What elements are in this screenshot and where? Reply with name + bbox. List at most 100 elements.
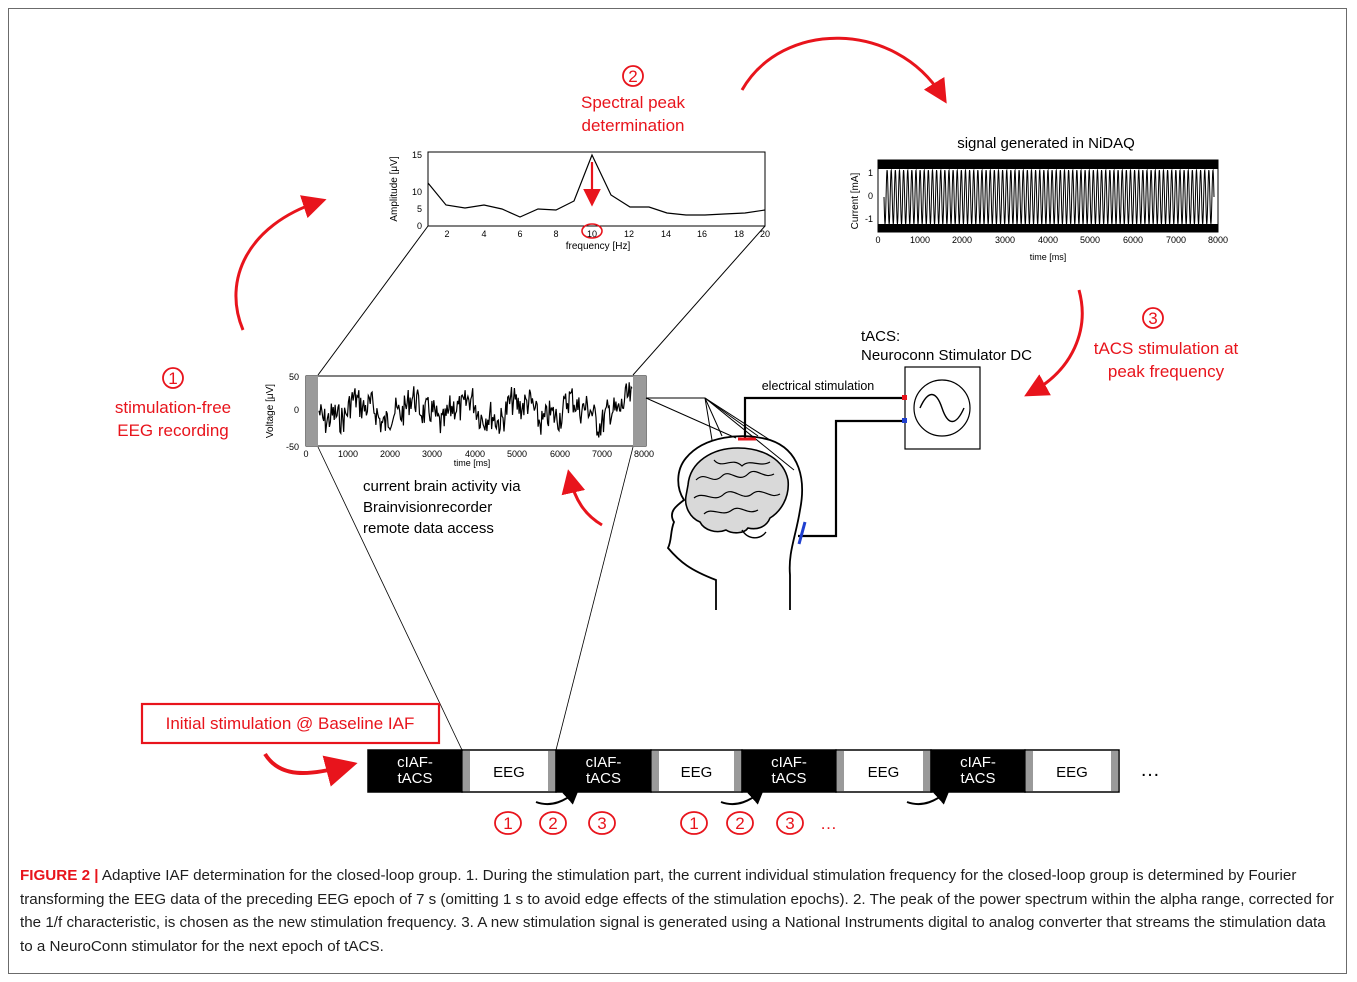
timeline-block-label: EEG xyxy=(868,764,900,781)
arrow-brain-to-eeg xyxy=(561,469,603,527)
timeline-block-label: tACS xyxy=(586,770,621,787)
svg-text:1: 1 xyxy=(689,814,698,833)
step-1-label-line2: EEG recording xyxy=(117,421,229,440)
step-2-badge: 2 xyxy=(622,65,644,87)
electrode-wires xyxy=(645,396,905,538)
spectrum-xtick: 12 xyxy=(624,229,634,239)
timeline-stim-block: cIAF-tACS xyxy=(930,749,1026,793)
nidaq-band-bottom xyxy=(878,224,1218,232)
figure-frame xyxy=(8,8,1347,974)
eeg-xtick: 5000 xyxy=(507,449,527,459)
nidaq-ytick: 1 xyxy=(868,168,873,178)
step-marker: 2 xyxy=(726,811,754,835)
svg-text:2: 2 xyxy=(548,814,557,833)
projection-line xyxy=(632,225,766,376)
eeg-xtick: 2000 xyxy=(380,449,400,459)
spectrum-xtick: 8 xyxy=(553,229,558,239)
eeg-panel: 1 stimulation-free EEG recording 500-50 … xyxy=(115,367,654,468)
step-2-number: 2 xyxy=(628,67,637,86)
source-note-line2: Brainvisionrecorder xyxy=(363,499,492,516)
spectrum-xlabel: frequency [Hz] xyxy=(566,241,631,252)
timeline-eeg-block: EEG xyxy=(1024,749,1120,793)
spectrum-xtick: 20 xyxy=(760,229,770,239)
step-marker: 3 xyxy=(776,811,804,835)
eeg-ytick: -50 xyxy=(286,442,299,452)
step-1-number: 1 xyxy=(168,369,177,388)
nidaq-xtick: 0 xyxy=(875,235,880,245)
svg-text:2: 2 xyxy=(735,814,744,833)
device-label-line1: tACS: xyxy=(861,328,900,345)
timeline-block-label: EEG xyxy=(1056,764,1088,781)
spectrum-ylabel: Amplitude [μV] xyxy=(389,156,400,221)
figure-caption: FIGURE 2 | Adaptive IAF determination fo… xyxy=(20,864,1336,958)
nidaq-title: signal generated in NiDAQ xyxy=(957,135,1135,152)
timeline-stim-block: cIAF-tACS xyxy=(555,749,652,793)
stimulator-cathode-port xyxy=(902,418,907,423)
spectrum-xtick: 10 xyxy=(587,229,597,239)
step-marker: 2 xyxy=(539,811,567,835)
eeg-xtick: 0 xyxy=(303,449,308,459)
source-note-line3: remote data access xyxy=(363,520,494,537)
initial-stimulation-box: Initial stimulation @ Baseline IAF xyxy=(140,702,441,745)
nidaq-band-top xyxy=(878,160,1218,169)
timeline-block-label: tACS xyxy=(397,770,432,787)
timeline-eeg-block: EEG xyxy=(461,749,557,793)
eeg-ytick: 0 xyxy=(294,405,299,415)
timeline-block-label: tACS xyxy=(771,770,806,787)
timeline-continuation: … xyxy=(1140,759,1160,781)
svg-text:3: 3 xyxy=(785,814,794,833)
step-1-badge: 1 xyxy=(162,367,184,389)
timeline-block-label: cIAF- xyxy=(960,754,996,771)
spectrum-ytick: 10 xyxy=(412,187,422,197)
eeg-xtick: 7000 xyxy=(592,449,612,459)
eeg-xtick: 6000 xyxy=(550,449,570,459)
eeg-trace xyxy=(318,382,633,438)
timeline-eeg-block: EEG xyxy=(835,749,932,793)
nidaq-xtick: 2000 xyxy=(952,235,972,245)
spectrum-ytick: 15 xyxy=(412,150,422,160)
eeg-edge-right xyxy=(633,376,646,446)
timeline-eeg-block: EEG xyxy=(650,749,743,793)
projection-line xyxy=(317,225,429,376)
nidaq-xtick: 1000 xyxy=(910,235,930,245)
device-label-line2: Neuroconn Stimulator DC xyxy=(861,347,1032,364)
eeg-ytick: 50 xyxy=(289,372,299,382)
projection-line xyxy=(317,446,463,751)
step-2-label-line2: determination xyxy=(581,116,684,135)
spectrum-ytick: 5 xyxy=(417,204,422,214)
eeg-xtick: 1000 xyxy=(338,449,358,459)
stimulator-device xyxy=(904,366,981,450)
step-3-group: 3 tACS stimulation at peak frequency xyxy=(1094,307,1239,381)
eeg-xlabel: time [ms] xyxy=(454,458,491,468)
nidaq-ylabel: Current [mA] xyxy=(850,172,861,229)
eeg-xtick: 8000 xyxy=(634,449,654,459)
step-marker: 1 xyxy=(494,811,522,835)
spectrum-xtick: 2 xyxy=(444,229,449,239)
timeline-stim-block: cIAF-tACS xyxy=(367,749,463,793)
step-marker: 3 xyxy=(588,811,616,835)
nidaq-xtick: 8000 xyxy=(1208,235,1228,245)
eeg-edge-left xyxy=(306,376,318,446)
nidaq-xtick: 6000 xyxy=(1123,235,1143,245)
timeline-block-label: EEG xyxy=(681,764,713,781)
step-marker: 1 xyxy=(680,811,708,835)
nidaq-xtick: 4000 xyxy=(1038,235,1058,245)
caption-text: Adaptive IAF determination for the close… xyxy=(20,867,1334,955)
timeline-stim-block: cIAF-tACS xyxy=(741,749,837,793)
caption-label: FIGURE 2 | xyxy=(20,867,99,884)
arrow-spectrum-to-nidaq xyxy=(740,36,947,104)
nidaq-xtick: 3000 xyxy=(995,235,1015,245)
step-3-label-line1: tACS stimulation at xyxy=(1094,339,1239,358)
spectrum-xtick: 14 xyxy=(661,229,671,239)
nidaq-sine-wave xyxy=(883,168,1215,226)
peak-frequency-circle xyxy=(581,223,603,239)
eeg-ylabel: Voltage [μV] xyxy=(265,384,276,438)
timeline-block-label: tACS xyxy=(960,770,995,787)
timeline-block-label: cIAF- xyxy=(771,754,807,771)
spectrum-xtick: 4 xyxy=(481,229,486,239)
stimulator-anode-port xyxy=(902,395,907,400)
nidaq-xtick: 7000 xyxy=(1166,235,1186,245)
nidaq-xlabel: time [ms] xyxy=(1030,252,1067,262)
